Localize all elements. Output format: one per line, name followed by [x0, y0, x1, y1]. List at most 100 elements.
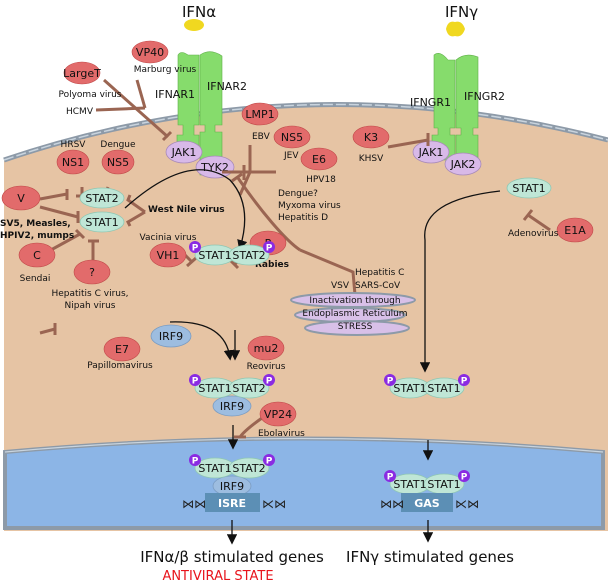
svg-text:IRF9: IRF9 — [159, 330, 183, 343]
svg-text:Sendai: Sendai — [20, 274, 51, 284]
stat-label: STAT2 — [232, 249, 265, 262]
ifn-alpha-label: IFNα — [182, 3, 216, 21]
svg-text:?: ? — [89, 266, 95, 279]
svg-text:STAT2: STAT2 — [85, 192, 118, 205]
irf9 — [212, 395, 252, 417]
stat-label: STAT1 — [393, 382, 426, 395]
svg-text:Rabies: Rabies — [255, 260, 289, 270]
phosphate-label: P — [461, 473, 468, 483]
stat1-cytoplasm: STAT1 — [79, 211, 125, 233]
sars-cov-label: SARS-CoV — [355, 281, 401, 291]
phosphate-label: P — [461, 377, 468, 387]
isre-element: ISRE ⋈⋈ ⋉⋈ — [182, 493, 286, 512]
svg-text:Polyoma virus: Polyoma virus — [58, 90, 121, 100]
stat-label: STAT1 — [427, 382, 460, 395]
phosphate-icon — [263, 241, 275, 253]
svg-text:C: C — [33, 249, 41, 262]
alpha-genes-label: IFNα/β stimulated genes — [140, 548, 324, 566]
viral-lmp1: LMP1 EBV — [241, 102, 279, 142]
phosphate-icon — [189, 454, 201, 466]
svg-text:E6: E6 — [312, 153, 326, 166]
west-nile-label: West Nile virus — [148, 205, 225, 215]
v-virus-label-2: HPIV2, mumps — [0, 231, 74, 241]
viral-ns1: NS1 HRSV — [56, 140, 90, 175]
irf9-label: IRF9 — [220, 480, 244, 493]
svg-text:E7: E7 — [115, 343, 129, 356]
svg-text:Papillomavirus: Papillomavirus — [87, 361, 153, 371]
hcmv-label: HCMV — [66, 107, 94, 117]
svg-text:LargeT: LargeT — [63, 67, 101, 80]
svg-text:E1A: E1A — [564, 224, 586, 237]
viral-unknown: ? — [73, 259, 111, 285]
svg-text:JAK2: JAK2 — [450, 158, 476, 171]
irf9-free: IRF9 — [150, 324, 192, 348]
svg-text:LMP1: LMP1 — [245, 108, 274, 121]
viral-vp24: VP24 Ebolavirus — [258, 401, 305, 439]
svg-text:Dengue: Dengue — [100, 140, 136, 150]
phosphate-icon — [384, 470, 396, 482]
viral-mu2: mu2 Reovirus — [247, 335, 286, 372]
stat1-gamma-cytoplasm: STAT1 — [506, 177, 552, 199]
svg-text:NS5: NS5 — [107, 156, 129, 169]
svg-text:JAK1: JAK1 — [418, 146, 444, 159]
phosphate-label: P — [266, 377, 273, 387]
viral-ns5-dengue: NS5 Dengue — [100, 140, 136, 175]
svg-text:Reovirus: Reovirus — [247, 362, 286, 372]
phosphate-icon — [458, 374, 470, 386]
ifnar-receptor — [176, 51, 223, 176]
nucleus — [3, 436, 605, 530]
svg-text:EBV: EBV — [252, 132, 271, 142]
dna-icon: ⋉⋈ — [262, 497, 286, 511]
ifngr1-label: IFNGR1 — [410, 96, 451, 109]
gas-element: GAS ⋈⋈ ⋉⋈ — [380, 493, 479, 512]
tyk2-inhibitor-label-1: Dengue? — [278, 189, 318, 199]
viral-k3: K3 KHSV — [352, 125, 390, 164]
vsv-label: VSV — [331, 281, 350, 291]
viral-larget: LargeT Polyoma virus — [58, 61, 122, 100]
svg-text:GAS: GAS — [414, 497, 440, 510]
jak1-gamma: JAK1 — [412, 140, 450, 164]
stat-label: STAT1 — [427, 478, 460, 491]
phosphate-label: P — [266, 457, 273, 467]
hepatitis-c-label: Hepatitis C — [355, 268, 404, 278]
svg-text:HPV18: HPV18 — [306, 175, 336, 185]
svg-text:VH1: VH1 — [157, 249, 180, 262]
stat-monomer — [228, 377, 270, 399]
ifnar2-label: IFNAR2 — [207, 80, 247, 93]
stat-monomer — [228, 457, 270, 479]
svg-text:HRSV: HRSV — [61, 140, 87, 150]
phosphate-icon — [189, 241, 201, 253]
svg-text:JEV: JEV — [283, 151, 299, 161]
phosphate-icon — [189, 374, 201, 386]
svg-text:VP40: VP40 — [136, 46, 164, 59]
svg-text:K3: K3 — [364, 131, 378, 144]
ifn-gamma-label: IFNγ — [445, 3, 478, 21]
viral-e7: E7 Papillomavirus — [87, 336, 153, 371]
phosphate-label: P — [192, 244, 199, 254]
svg-text:Endoplasmic Reticulum: Endoplasmic Reticulum — [302, 309, 407, 319]
phosphate-label: P — [192, 377, 199, 387]
phosphate-label: P — [387, 473, 394, 483]
dna-icon: ⋈⋈ — [380, 497, 404, 511]
svg-text:STAT1: STAT1 — [512, 182, 545, 195]
stat-label: STAT1 — [393, 478, 426, 491]
phosphate-icon — [263, 374, 275, 386]
phosphate-icon — [384, 374, 396, 386]
svg-text:STAT1: STAT1 — [85, 216, 118, 229]
stat-monomer — [423, 377, 465, 399]
svg-text:Marburg virus: Marburg virus — [134, 65, 197, 75]
phosphate-label: P — [192, 457, 199, 467]
ifnar1-label: IFNAR1 — [155, 88, 195, 101]
gamma-genes-label: IFNγ stimulated genes — [346, 548, 514, 566]
svg-text:V: V — [17, 192, 25, 205]
antiviral-state-label: ANTIVIRAL STATE — [162, 569, 273, 584]
ifngr2-label: IFNGR2 — [464, 90, 505, 103]
stat-label: STAT1 — [198, 382, 231, 395]
svg-text:NS5: NS5 — [281, 131, 303, 144]
viral-ns5-jev: NS5 JEV — [273, 125, 311, 161]
tyk2-inhibitor-label-3: Hepatitis D — [278, 213, 328, 223]
